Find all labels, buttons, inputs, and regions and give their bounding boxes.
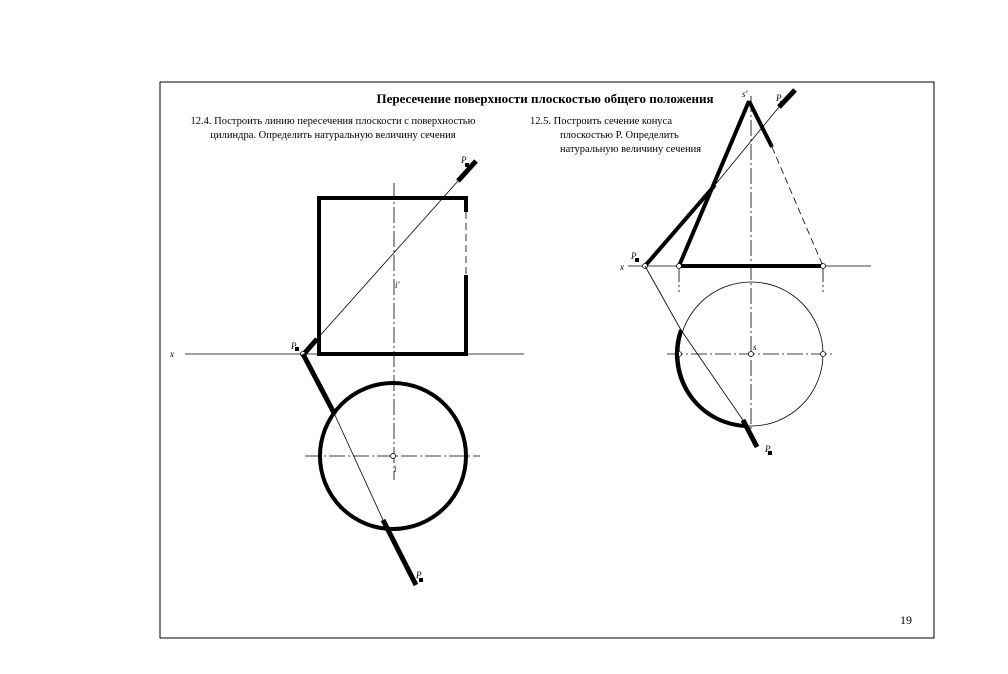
- cone-plane-label-p-bottom-mark: [768, 451, 772, 455]
- cone-plane-trace-front-lower: [643, 183, 717, 268]
- task-12-4-line1: 12.4. Построить линию пересечения плоско…: [191, 116, 476, 127]
- cone-base-left-point: [676, 263, 682, 269]
- plane-trace-p-top-upper: [300, 352, 337, 415]
- plane-label-p-top: P: [460, 155, 467, 165]
- plane-trace-p-front-extension: [456, 159, 478, 183]
- task-12-5-line1: 12.5. Построить сечение конуса: [530, 116, 672, 127]
- page-title: Пересечение поверхности плоскостью общег…: [376, 91, 713, 106]
- cone-right-generator-visible: [747, 100, 774, 148]
- cone-top-right-point: [820, 351, 826, 357]
- cone-plane-trace-front: [714, 106, 780, 186]
- cone-drawing: x s' P P s: [619, 88, 871, 455]
- plane-label-p-bottom: P: [415, 570, 422, 580]
- label-s: s: [753, 342, 757, 352]
- cone-section-top-view: [674, 329, 748, 428]
- plane-trace-p-top-lower: [380, 518, 419, 587]
- task-12-4-line2: цилиндра. Определить натуральную величин…: [210, 130, 455, 141]
- plane-label-p-axis-mark: [295, 347, 299, 351]
- plane-trace-p-front: [316, 180, 459, 340]
- cone-plane-trace-top-lower: [740, 418, 760, 449]
- cylinder-top-view: [318, 381, 468, 531]
- cylinder-center-point: [390, 453, 396, 459]
- cone-plane-trace-top-upper: [644, 265, 682, 331]
- cone-plane-label-p-top: P: [775, 93, 782, 103]
- cone-plane-label-p-axis-mark: [635, 258, 639, 262]
- cone-base-right-point: [820, 263, 826, 269]
- page-frame: [159, 81, 935, 639]
- label-s-prime: s': [742, 89, 749, 99]
- plane-label-p-axis: P: [290, 341, 297, 351]
- plane-label-p-bottom-mark: [419, 578, 423, 582]
- axis-x-label-left: x: [169, 349, 174, 359]
- plane-label-p-top-mark: [465, 163, 469, 167]
- cylinder-drawing: x P P i' i P: [169, 155, 524, 587]
- cone-right-generator-hidden: [771, 146, 824, 267]
- page-number: 19: [900, 613, 912, 627]
- axis-x-label-right: x: [619, 262, 624, 272]
- task-12-5-line2: плоскостью P. Определить: [560, 130, 679, 141]
- cone-left-generator: [677, 100, 751, 267]
- cone-plane-label-p-top-mark: [780, 101, 784, 105]
- task-12-5-line3: натуральную величину сечения: [560, 144, 701, 155]
- cylinder-front-view: [317, 196, 468, 356]
- label-i: i: [394, 464, 397, 474]
- plane-trace-p-top: [333, 412, 384, 521]
- cone-apex-top-point: [748, 351, 754, 357]
- label-i-prime: i': [395, 280, 401, 290]
- cone-plane-trace-top: [680, 329, 748, 427]
- cone-plane-label-p-bottom: P: [764, 444, 771, 454]
- cone-plane-label-p-axis: P: [630, 251, 637, 261]
